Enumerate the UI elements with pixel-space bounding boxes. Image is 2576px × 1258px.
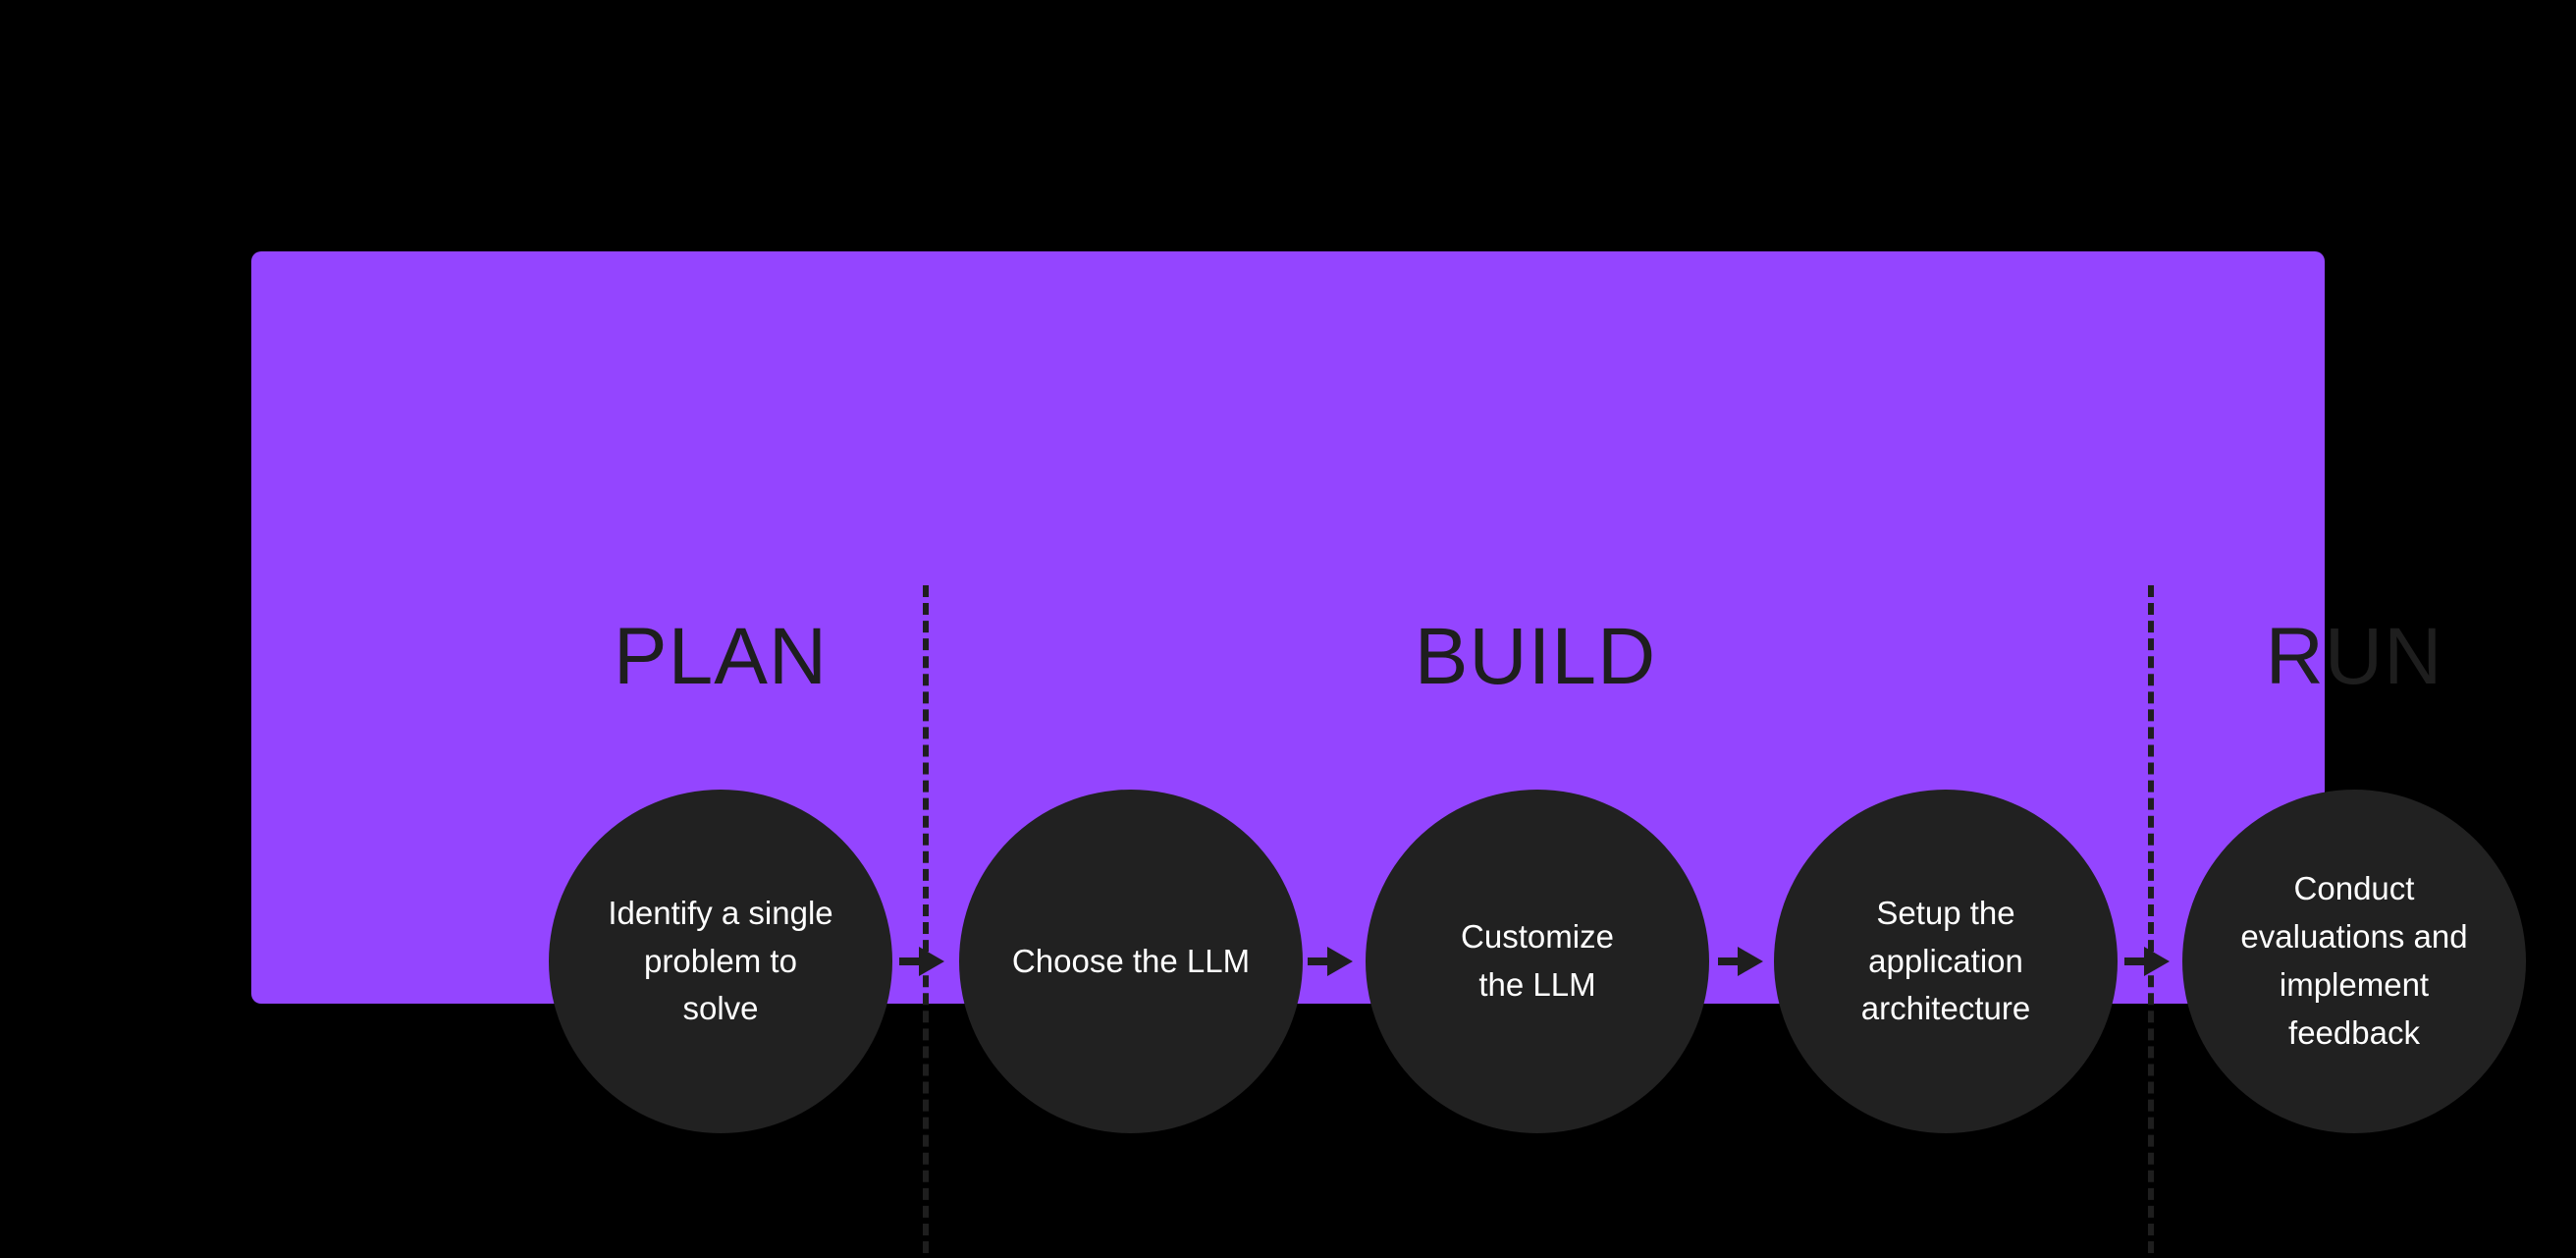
arrow-right-icon [1718, 944, 1765, 979]
process-step-node-5[interactable]: Conduct evaluations and implement feedba… [2182, 790, 2526, 1133]
process-step-label-4: Setup the application architecture [1860, 894, 2031, 1027]
process-step-label-5: Conduct evaluations and implement feedba… [2240, 870, 2468, 1051]
process-step-node-1[interactable]: Identify a single problem to solve [549, 790, 892, 1133]
arrow-right-icon [1308, 944, 1355, 979]
phase-divider-build-run [2148, 585, 2154, 1253]
phase-heading-build: BUILD [1414, 612, 1657, 701]
phase-heading-plan: PLAN [613, 612, 829, 701]
phase-divider-plan-build [923, 585, 929, 1253]
process-step-label-3: Customize the LLM [1461, 918, 1614, 1003]
process-step-node-2[interactable]: Choose the LLM [959, 790, 1303, 1133]
process-step-node-3[interactable]: Customize the LLM [1366, 790, 1709, 1133]
process-step-node-4[interactable]: Setup the application architecture [1774, 790, 2118, 1133]
phase-heading-run: RUN [2265, 612, 2443, 701]
process-step-label-1: Identify a single problem to solve [608, 894, 833, 1027]
arrow-right-icon [2124, 944, 2172, 979]
arrow-right-icon [899, 944, 946, 979]
process-flow-panel: PLAN BUILD RUN Identify a single problem… [251, 251, 2526, 1253]
process-step-label-2: Choose the LLM [1011, 942, 1251, 979]
